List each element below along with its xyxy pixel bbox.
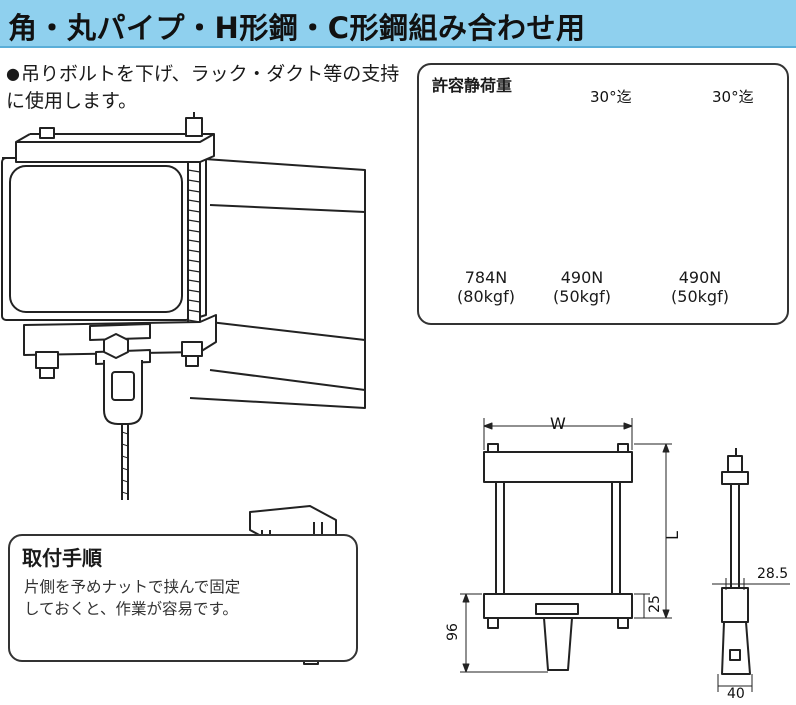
title-bar [0, 0, 796, 48]
procedure-text: 片側を予めナットで挟んで固定しておくと、作業が容易です。 [24, 578, 241, 618]
side-dimension-drawing [712, 448, 790, 692]
front-dimension-drawing [460, 418, 672, 673]
square-pipe-illustration [1, 149, 366, 409]
load-value-1: 784N (80kgf) [441, 268, 531, 306]
dimension-l: L [662, 531, 682, 540]
page-title: 角・丸パイプ・H形鋼・C形鋼組み合わせ用 [8, 11, 586, 45]
load-value-3-newton: 490N [678, 268, 722, 287]
hanging-bolt-vertical [187, 161, 201, 333]
load-value-2-kgf: (50kgf) [553, 287, 611, 306]
angle-label-2: 30°迄 [712, 88, 754, 106]
load-value-1-newton: 784N [464, 268, 508, 287]
load-value-1-kgf: (80kgf) [457, 287, 515, 306]
dimension-25: 25 [646, 595, 663, 613]
dimension-w: W [550, 414, 566, 433]
lead-text: 吊りボルトを下げ、ラック・ダクト等の支持に使用します。 [6, 63, 400, 112]
bullet-icon: ● [6, 64, 20, 83]
procedure-title: 取付手順 [22, 546, 102, 570]
load-value-3-kgf: (50kgf) [671, 287, 729, 306]
dimension-40: 40 [727, 686, 745, 702]
dimension-96: 96 [444, 623, 461, 641]
load-value-3: 490N (50kgf) [655, 268, 745, 306]
procedure-panel [8, 534, 358, 662]
load-panel-title: 許容静荷重 [432, 76, 513, 95]
load-value-2-newton: 490N [560, 268, 604, 287]
load-value-2: 490N (50kgf) [537, 268, 627, 306]
load-capacity-panel [417, 63, 789, 325]
hanger-fitting-illustration [95, 333, 151, 500]
dimension-28-5: 28.5 [757, 566, 789, 582]
top-bracket-illustration [15, 112, 215, 163]
angle-label-1: 30°迄 [590, 88, 632, 106]
lead-description: ●吊りボルトを下げ、ラック・ダクト等の支持に使用します。 [6, 60, 406, 115]
